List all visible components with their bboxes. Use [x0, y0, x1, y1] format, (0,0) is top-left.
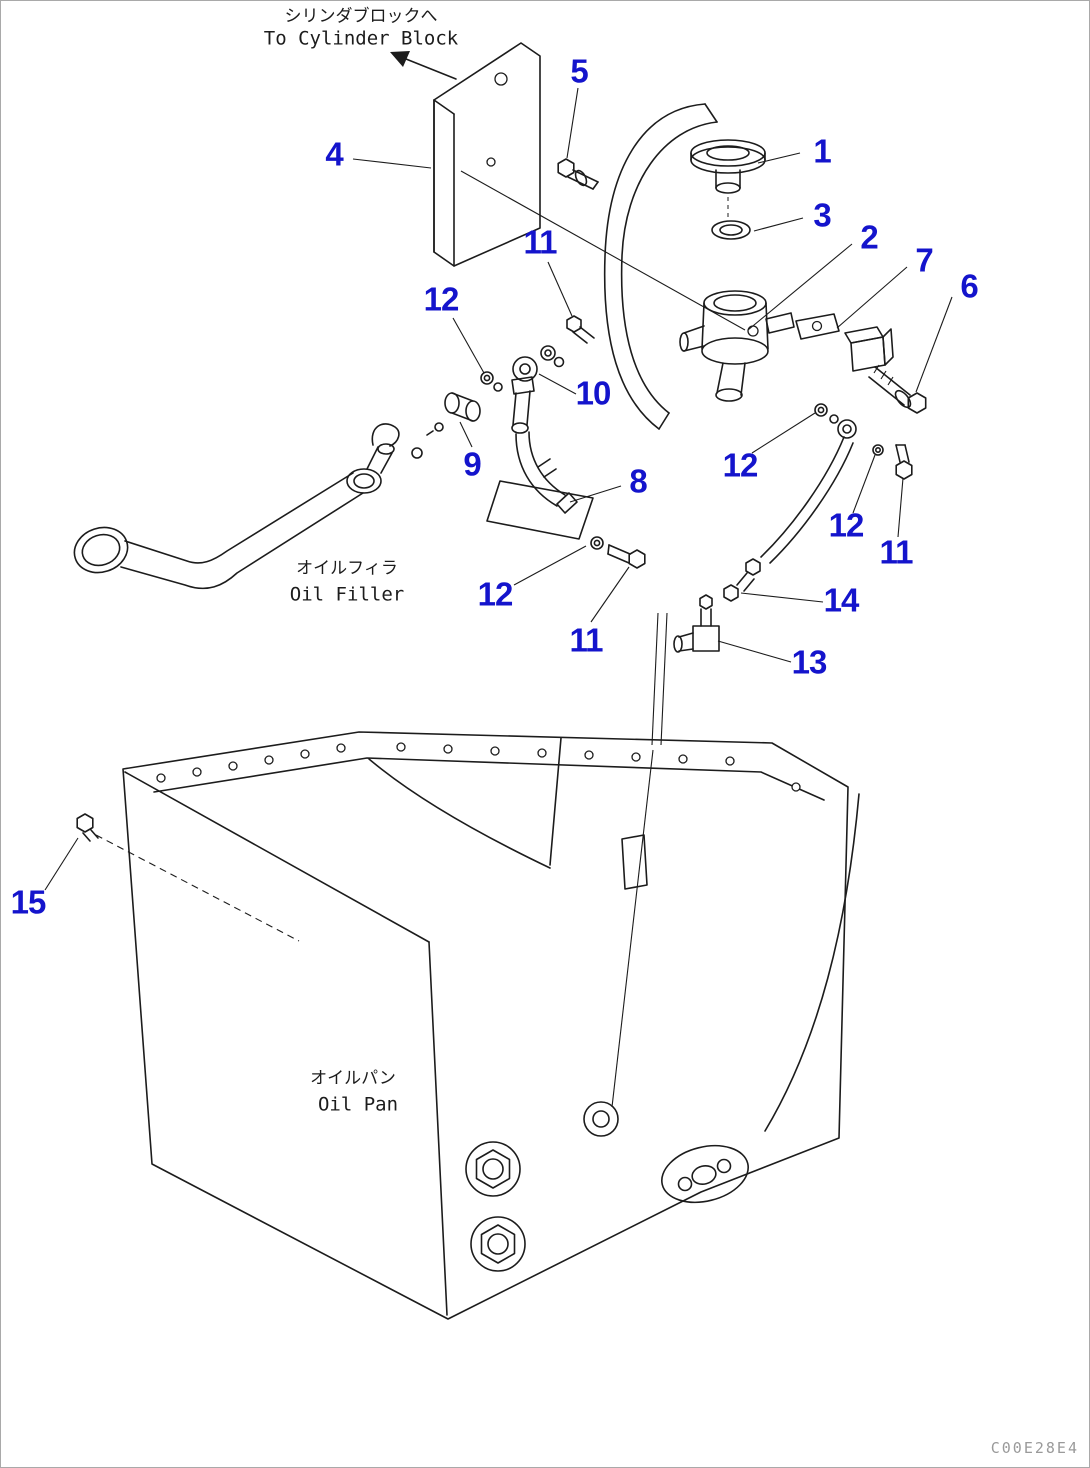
- to-cylinder-block-label-en: To Cylinder Block: [263, 27, 459, 50]
- callout-11: 11: [879, 533, 914, 571]
- callout-4: 4: [325, 135, 343, 173]
- callout-6: 6: [960, 267, 978, 305]
- filler-body-part-2: [680, 291, 794, 401]
- callout-2: 2: [860, 218, 878, 256]
- callout-12: 12: [828, 506, 865, 544]
- callout-12: 12: [423, 280, 460, 318]
- callout-12: 12: [477, 575, 514, 613]
- bolt-part-5: [558, 159, 598, 189]
- callout-5: 5: [570, 52, 588, 90]
- oil-filler-assembly: [69, 424, 422, 588]
- drawing-code: C00E28E4: [990, 1439, 1079, 1457]
- gasket-part-3: [712, 221, 750, 239]
- bolt-part-11-upper: [541, 316, 594, 367]
- construction-lines: [96, 171, 745, 1107]
- to-cylinder-block-arrow: [390, 51, 456, 79]
- bolt-part-11-lower: [608, 545, 645, 568]
- banjo-part-10: [512, 357, 537, 433]
- callout-12: 12: [722, 446, 759, 484]
- bracket-part-7: [796, 314, 839, 339]
- elbow-part-13: [674, 595, 719, 652]
- oil-pan: [123, 732, 859, 1319]
- callout-10: 10: [575, 374, 612, 412]
- callout-1: 1: [813, 132, 831, 170]
- tube-part-14: [724, 404, 912, 601]
- callout-13: 13: [791, 643, 828, 681]
- bolt-part-15: [77, 814, 98, 841]
- callout-7: 7: [915, 241, 933, 279]
- oil-filler-label-en: Oil Filler: [289, 583, 405, 606]
- callout-14: 14: [823, 581, 860, 619]
- callout-3: 3: [813, 196, 831, 234]
- callout-11: 11: [523, 223, 558, 261]
- leader-lines: [45, 88, 952, 890]
- oil-pan-label-jp: オイルパン: [310, 1068, 396, 1089]
- washer-part-12-lower: [591, 537, 603, 549]
- to-cylinder-block-label-jp: シリンダブロックへ: [284, 6, 438, 27]
- callout-15: 15: [10, 883, 47, 921]
- oil-pan-label-en: Oil Pan: [317, 1093, 399, 1116]
- cap-part-1: [691, 140, 765, 219]
- breather-hose: [605, 104, 717, 429]
- hose-part-8: [487, 432, 593, 539]
- washers-part-12-upper: [481, 372, 502, 391]
- callout-11: 11: [569, 621, 604, 659]
- bolt-part-6: [845, 327, 926, 413]
- callout-9: 9: [463, 445, 481, 483]
- plate-part-4: [434, 43, 540, 266]
- callout-8: 8: [629, 462, 647, 500]
- oil-filler-label-jp: オイルフィラ: [296, 558, 398, 579]
- connector-part-9: [427, 393, 480, 435]
